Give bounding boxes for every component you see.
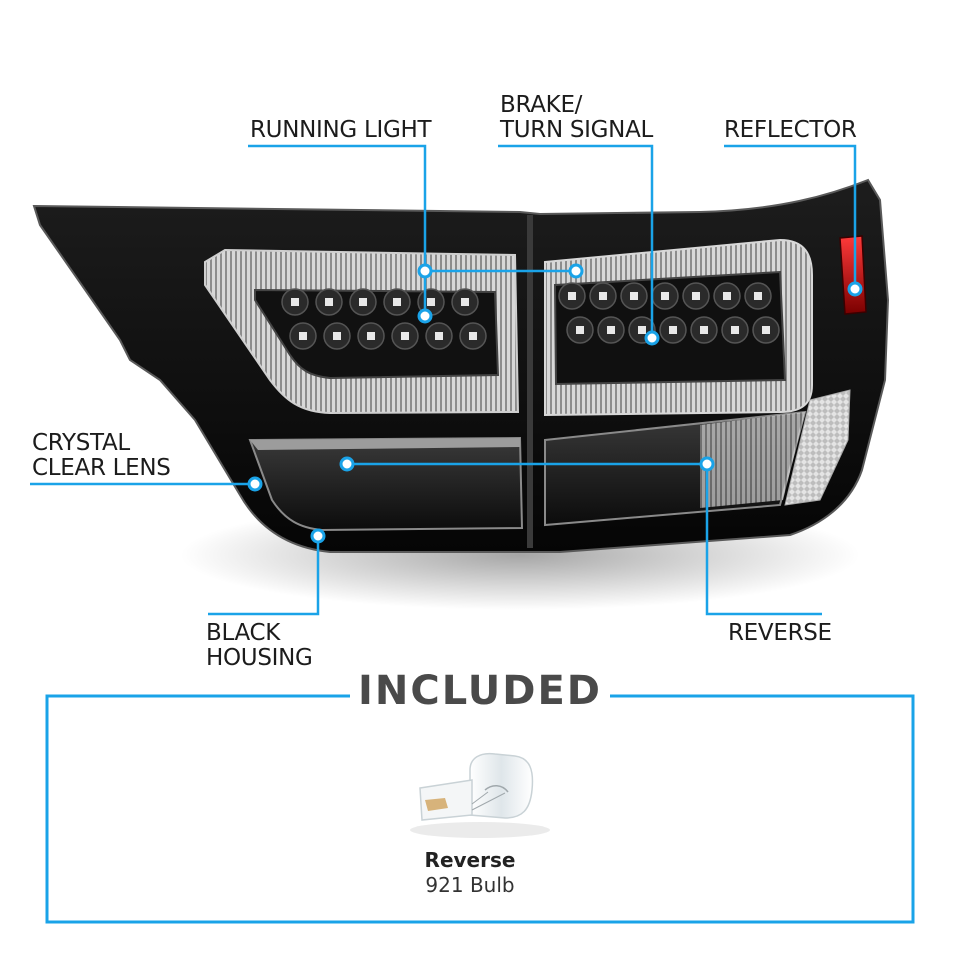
label-running-light: RUNNING LIGHT: [250, 117, 432, 143]
led-chip: [638, 326, 646, 334]
label-black-housing: BLACK HOUSING: [206, 621, 313, 671]
led-chip: [731, 326, 739, 334]
lower-left-chrome-bar: [250, 438, 520, 450]
led-chip: [762, 326, 770, 334]
led-chip: [435, 332, 443, 340]
bulb-item-name: Reverse: [424, 848, 516, 872]
label-brake-line2: TURN SIGNAL: [500, 117, 654, 143]
label-black-line2: HOUSING: [206, 645, 313, 671]
led-chip: [367, 332, 375, 340]
led-chip: [700, 326, 708, 334]
clear-corner-lens: [784, 389, 851, 506]
brake-leader: [498, 144, 654, 338]
bulb-921-icon: [410, 752, 550, 838]
led-chip: [568, 292, 576, 300]
black-housing-leader: [208, 536, 320, 616]
running-light-dot-1: [417, 263, 433, 279]
included-title: INCLUDED: [350, 668, 610, 714]
running-light-dot-3: [417, 308, 433, 324]
led-chip: [333, 332, 341, 340]
lower-right-ribs: [700, 412, 805, 508]
led-chip: [754, 292, 762, 300]
label-brake-turn-signal: BRAKE/ TURN SIGNAL: [500, 93, 653, 143]
crystal-dot: [247, 476, 263, 492]
label-reflector-text: REFLECTOR: [724, 117, 857, 143]
led-chip: [607, 326, 615, 334]
led-chip: [661, 292, 669, 300]
reverse-dot-2: [699, 456, 715, 472]
reflector-dot: [847, 281, 863, 297]
led-chip: [461, 298, 469, 306]
led-chip: [325, 298, 333, 306]
led-chip: [469, 332, 477, 340]
led-chip: [630, 292, 638, 300]
bulb-item-detail: 921 Bulb: [425, 873, 515, 897]
reflector-leader: [724, 144, 857, 289]
running-light-dot-2: [568, 263, 584, 279]
led-chip: [291, 298, 299, 306]
led-chip: [599, 292, 607, 300]
reflector: [839, 235, 867, 315]
led-chip: [723, 292, 731, 300]
label-crystal-line2: CLEAR LENS: [32, 455, 171, 481]
reverse-dot-1: [339, 456, 355, 472]
led-chip: [393, 298, 401, 306]
bulb-caption: Reverse 921 Bulb: [370, 848, 570, 898]
label-reverse: REVERSE: [728, 621, 832, 646]
reverse-leader: [705, 464, 822, 616]
label-reverse-text: REVERSE: [728, 620, 832, 646]
led-chip: [299, 332, 307, 340]
label-crystal-line1: CRYSTAL: [32, 430, 130, 456]
callout-lines: [30, 144, 857, 616]
label-black-line1: BLACK: [206, 620, 281, 646]
brake-dot: [644, 330, 660, 346]
led-chip: [359, 298, 367, 306]
label-brake-line1: BRAKE/: [500, 92, 583, 118]
label-running-light-text: RUNNING LIGHT: [250, 117, 432, 143]
led-chip: [692, 292, 700, 300]
led-chip: [427, 298, 435, 306]
included-box: [45, 694, 915, 924]
black-housing-dot: [310, 528, 326, 544]
running-light-leader: [248, 144, 427, 316]
label-reflector: REFLECTOR: [724, 118, 857, 143]
led-chip: [576, 326, 584, 334]
callout-dots: [247, 263, 863, 544]
led-chip: [401, 332, 409, 340]
label-crystal-clear-lens: CRYSTAL CLEAR LENS: [32, 431, 171, 481]
led-chip: [669, 326, 677, 334]
lower-left-lens: [248, 436, 524, 532]
